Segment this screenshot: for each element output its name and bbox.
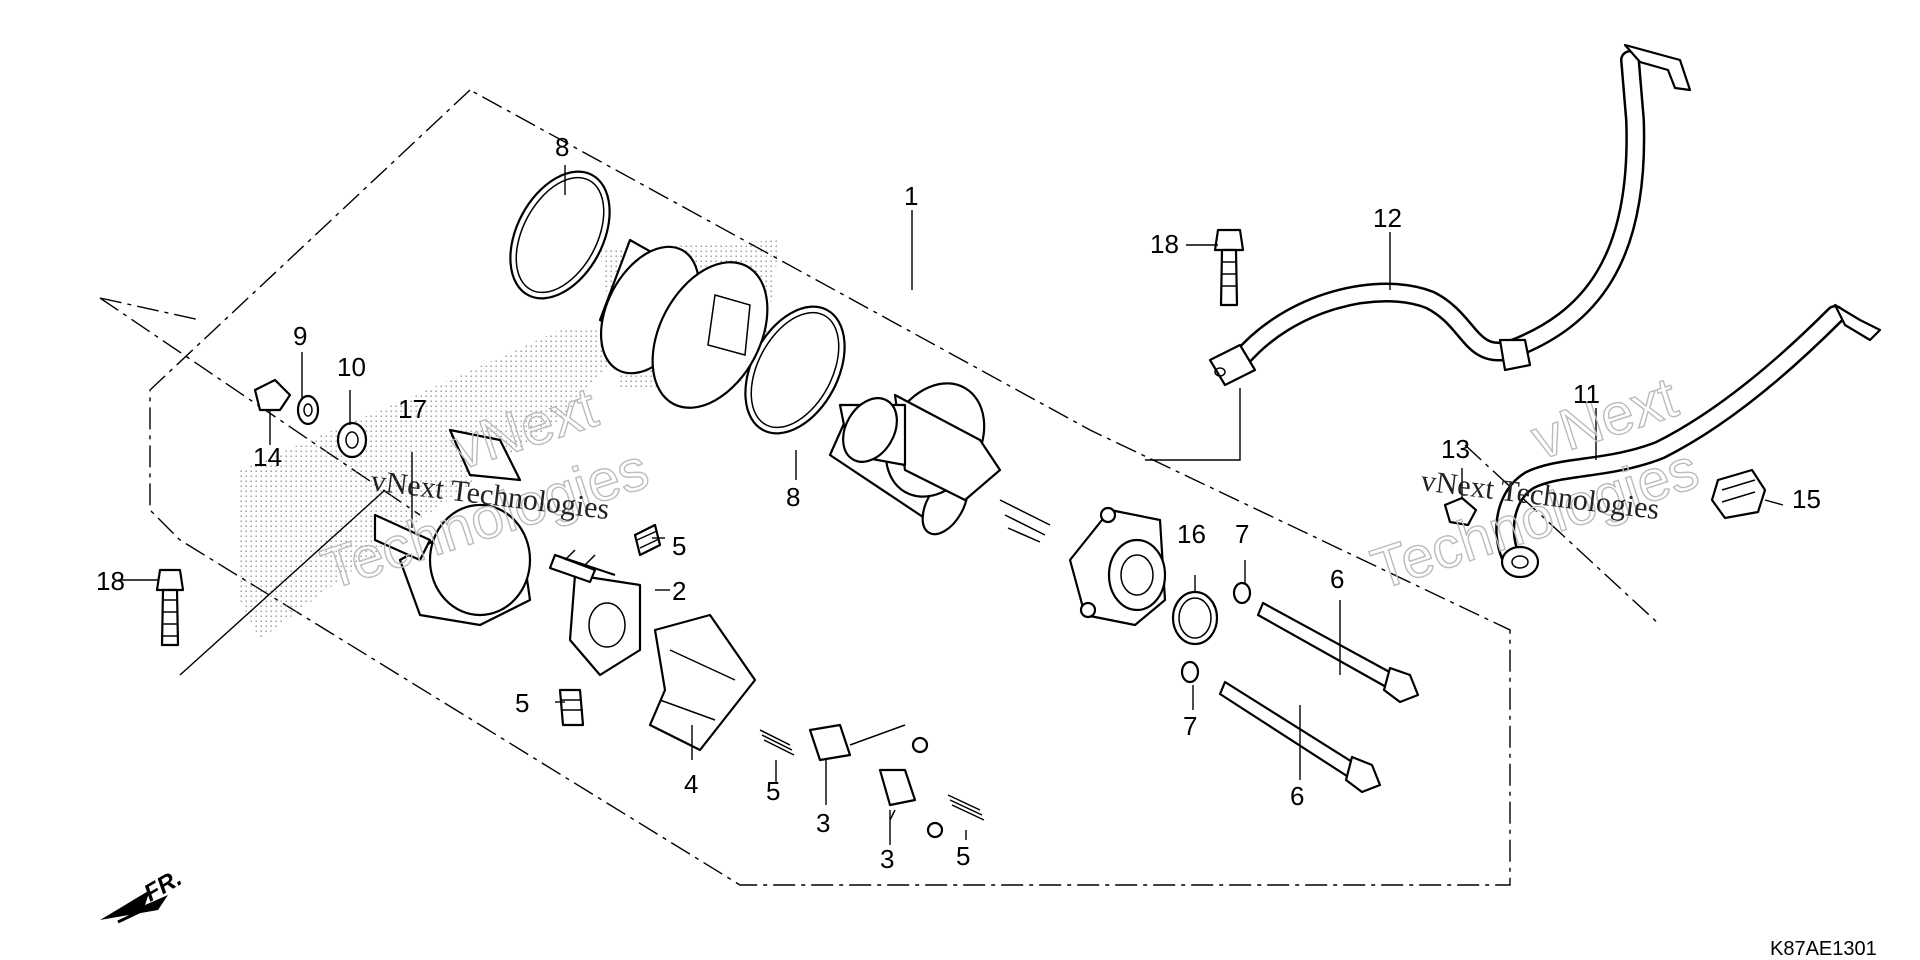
callout-7-a: 7 xyxy=(1235,519,1249,549)
callout-5-c: 5 xyxy=(766,776,780,806)
callout-2: 2 xyxy=(672,576,686,606)
o-ring-7-upper xyxy=(1232,581,1252,605)
callout-8-b: 8 xyxy=(786,482,800,512)
callout-11: 11 xyxy=(1573,379,1600,409)
callout-17: 17 xyxy=(398,394,427,424)
callouts: 1 2 3 3 4 5 5 5 5 6 6 7 7 8 8 9 10 11 12… xyxy=(96,132,1877,960)
insulator-10 xyxy=(336,421,368,459)
callout-6-b: 6 xyxy=(1290,781,1304,811)
bolt-18-left xyxy=(155,568,185,647)
brush-terminal-4 xyxy=(648,613,757,752)
rear-cover xyxy=(373,428,532,627)
nut-14 xyxy=(253,378,292,412)
leader-lines xyxy=(118,165,1784,845)
o-ring-8-left xyxy=(509,170,611,300)
brush-3-b xyxy=(878,768,944,839)
callout-9: 9 xyxy=(293,321,307,351)
callout-10: 10 xyxy=(337,352,366,382)
front-direction-arrow xyxy=(100,890,168,924)
armature xyxy=(828,382,1051,543)
callout-5-d: 5 xyxy=(956,841,970,871)
callout-5-b: 5 xyxy=(515,688,529,718)
washer-9 xyxy=(296,394,320,426)
callout-6-a: 6 xyxy=(1330,564,1344,594)
nut-13 xyxy=(1443,496,1478,527)
callout-12: 12 xyxy=(1373,203,1402,233)
clip-15 xyxy=(1710,468,1767,520)
o-ring-7-lower xyxy=(1180,660,1200,684)
spring-5-a xyxy=(633,523,662,557)
brush-3-a xyxy=(808,723,929,762)
callout-18-a: 18 xyxy=(96,566,125,596)
callout-3-a: 3 xyxy=(816,808,830,838)
starter-yoke xyxy=(598,238,769,409)
o-ring-8-right xyxy=(744,305,846,435)
starter-cable-12 xyxy=(1208,43,1692,387)
front-cover xyxy=(1068,506,1167,627)
callout-3-b: 3 xyxy=(880,844,894,874)
callout-14: 14 xyxy=(253,442,282,472)
callout-16: 16 xyxy=(1177,519,1206,549)
ground-cable-11 xyxy=(1495,303,1882,579)
bolt-18-right xyxy=(1213,228,1245,307)
callout-18-b: 18 xyxy=(1150,229,1179,259)
long-bolt-6-upper xyxy=(1256,601,1420,704)
diagram-code: K87AE1301 xyxy=(1770,938,1877,960)
o-ring-16 xyxy=(1171,590,1219,646)
spring-5-b xyxy=(558,688,585,727)
callout-13: 13 xyxy=(1441,434,1470,464)
long-bolt-6-lower xyxy=(1218,680,1382,794)
callout-1: 1 xyxy=(904,181,918,211)
front-label: FR. xyxy=(140,864,187,907)
callout-7-b: 7 xyxy=(1183,711,1197,741)
callout-8-a: 8 xyxy=(555,132,569,162)
spring-5-d xyxy=(947,794,985,821)
terminal-bolt-17 xyxy=(554,549,616,577)
callout-5-a: 5 xyxy=(672,531,686,561)
callout-15: 15 xyxy=(1792,484,1821,514)
brush-holder-2 xyxy=(548,553,642,677)
spring-5-c xyxy=(759,729,795,756)
callout-4: 4 xyxy=(684,769,698,799)
